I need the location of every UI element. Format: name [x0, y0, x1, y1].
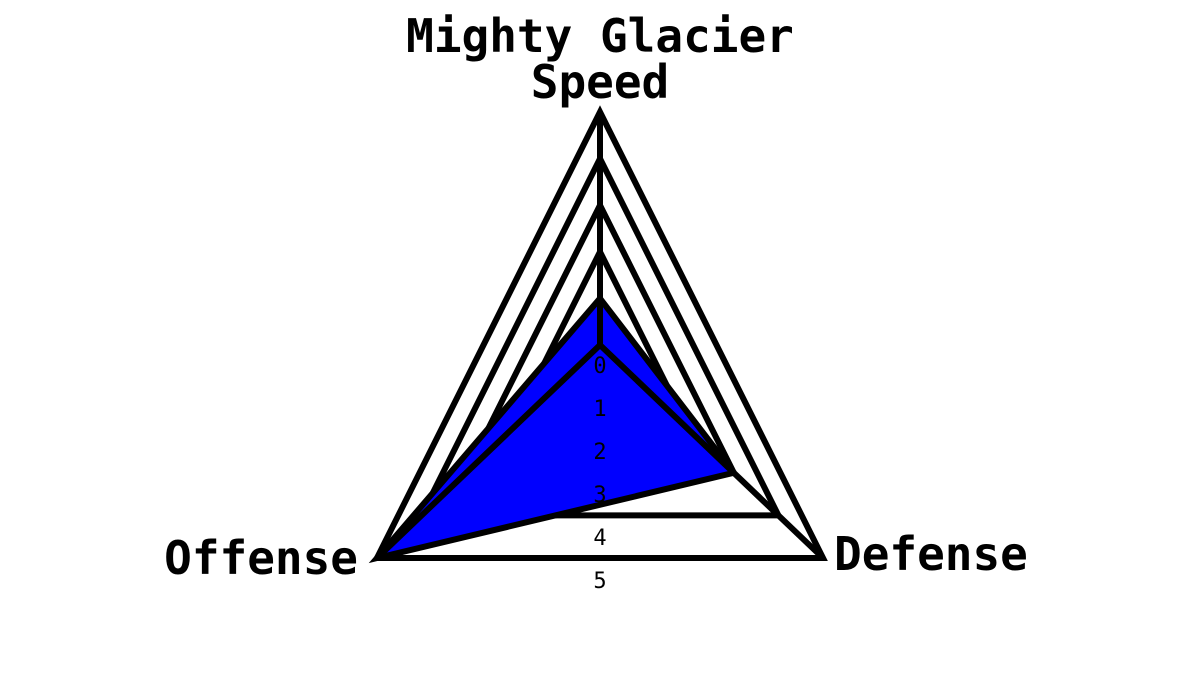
axis-label-offense: Offense — [164, 531, 358, 585]
scale-tick-label: 5 — [593, 569, 606, 594]
scale-tick-label: 2 — [593, 440, 606, 465]
axis-line-offense — [374, 342, 603, 561]
axis-line-defense — [597, 342, 826, 561]
axis-label-defense: Defense — [834, 527, 1028, 581]
axis-label-speed: Speed — [531, 55, 669, 109]
scale-tick-label: 0 — [593, 354, 606, 379]
scale-tick-label: 3 — [593, 483, 606, 508]
series-polygon — [368, 293, 739, 564]
scale-tick-label: 4 — [593, 526, 606, 551]
chart-title: Mighty Glacier — [406, 9, 794, 63]
scale-tick-label: 1 — [593, 397, 606, 422]
